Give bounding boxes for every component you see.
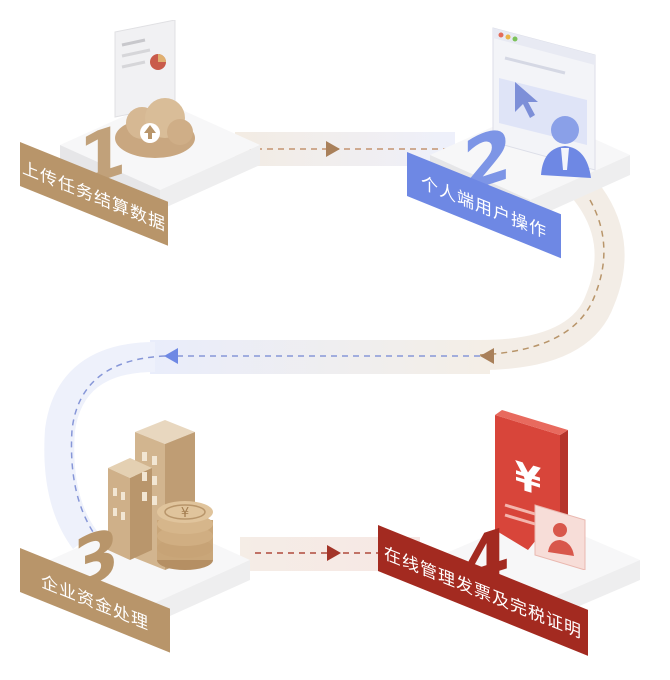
track-2-3 xyxy=(150,340,490,374)
track-curve-right xyxy=(479,180,625,370)
browser-cursor-user-icon xyxy=(492,27,596,178)
yuan-receipt-id-card-icon: ¥ xyxy=(495,410,586,570)
svg-text:¥: ¥ xyxy=(515,453,541,505)
arrow-left-icon xyxy=(480,348,494,364)
dashed-curve-right xyxy=(479,199,605,356)
arrow-right-icon xyxy=(327,545,341,561)
svg-text:¥: ¥ xyxy=(181,506,189,521)
buildings-coins-icon: ¥ xyxy=(108,420,213,570)
dashed-curve-left xyxy=(70,355,166,536)
arrow-right-icon xyxy=(326,141,340,157)
arrow-left-icon xyxy=(164,348,178,364)
cloud-upload-document-icon xyxy=(114,20,195,158)
track-curve-left xyxy=(44,342,156,549)
